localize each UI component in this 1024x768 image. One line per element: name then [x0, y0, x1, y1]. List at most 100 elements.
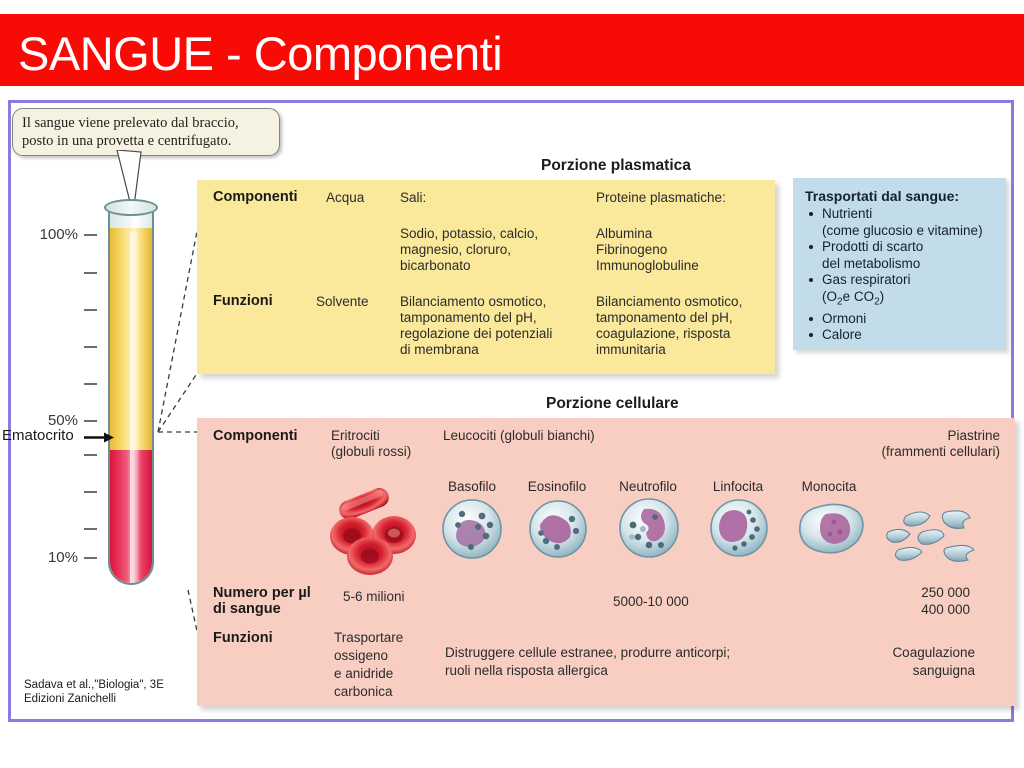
test-tube-rim — [104, 199, 158, 216]
cellular-section-heading: Porzione cellulare — [546, 395, 679, 412]
leukocytes-count: 5000-10 000 — [613, 594, 689, 609]
transport-box: Trasportati dal sangue: Nutrienti (come … — [793, 178, 1006, 350]
platelets-label-line-1: Piastrine — [947, 428, 1000, 443]
plasma-water-value: Acqua — [326, 190, 365, 205]
plasma-salts-function-line-4: di membrana — [400, 342, 479, 357]
cellular-table — [197, 418, 1015, 706]
cellular-row-label-funzioni: Funzioni — [213, 630, 273, 646]
erythrocytes-function-line-3: e anidride — [334, 666, 394, 681]
erythrocytes-count: 5-6 milioni — [343, 589, 405, 604]
plasma-salts-line-1: Sodio, potassio, calcio, — [400, 226, 539, 241]
plasma-salts-title: Sali: — [400, 190, 427, 205]
title-banner: SANGUE - Componenti — [0, 14, 1024, 86]
scale-label-10: 10% — [47, 549, 78, 566]
scale-tick-40 — [84, 454, 97, 456]
hematocrit-label: Ematocrito — [2, 427, 74, 444]
plasma-water-function: Solvente — [316, 294, 369, 309]
scale-label-100: 100% — [39, 226, 78, 243]
plasma-row-label-funzioni: Funzioni — [213, 293, 273, 309]
transport-item-scarto-line-2: del metabolismo — [822, 255, 921, 271]
gas-pre: (O — [822, 288, 837, 304]
wbc-label-eosinofilo: Eosinofilo — [527, 479, 587, 494]
platelets-count-line-1: 250 000 — [921, 585, 970, 600]
scale-tick-90 — [84, 272, 97, 274]
attribution-line-2: Edizioni Zanichelli — [24, 693, 117, 705]
scale-tick-10 — [84, 557, 97, 559]
plasma-proteins-title: Proteine plasmatiche: — [596, 190, 726, 205]
plasma-row-label-componenti: Componenti — [213, 189, 298, 205]
transport-item-gas: Gas respiratori (O2e CO2) — [809, 272, 998, 311]
plasma-salts-line-3: bicarbonato — [400, 258, 471, 273]
callout-leader-line — [116, 150, 142, 215]
platelets-function-line-2: sanguigna — [912, 663, 975, 678]
bullet-icon — [809, 212, 813, 216]
plasma-table — [197, 180, 775, 374]
erythrocytes-function-line-2: ossigeno — [334, 648, 389, 663]
tube-highlight — [130, 231, 139, 583]
transport-item-nutrienti-line-1: Nutrienti — [822, 206, 873, 221]
plasma-proteins-line-1: Albumina — [596, 226, 653, 241]
test-tube-body — [108, 207, 154, 585]
erythrocytes-illustration — [330, 488, 416, 575]
scale-tick-70 — [84, 346, 97, 348]
leukocytes-function-line-1: Distruggere cellule estranee, produrre a… — [445, 645, 731, 660]
scale-tick-100 — [84, 234, 97, 236]
transport-box-title: Trasportati dal sangue: — [805, 188, 960, 204]
erythrocytes-label-line-2: (globuli rossi) — [331, 444, 412, 459]
attribution: Sadava et al.,"Biologia", 3E Edizioni Za… — [24, 678, 164, 706]
callout-line-2: posto in una provetta e centrifugato. — [22, 133, 232, 149]
wbc-label-basofilo: Basofilo — [447, 479, 497, 494]
plasma-proteins-line-2: Fibrinogeno — [596, 242, 668, 257]
gas-sub-2: 2 — [874, 296, 880, 308]
transport-item-calore-label: Calore — [822, 327, 862, 343]
bullet-icon — [809, 278, 813, 282]
plasma-proteins-function-line-4: immunitaria — [596, 342, 666, 357]
plasma-salts-function-line-2: tamponamento del pH, — [400, 310, 537, 325]
lymphocyte-illustration — [710, 499, 768, 557]
erythrocytes-label-line-1: Eritrociti — [331, 428, 380, 443]
bullet-icon — [809, 245, 813, 249]
plasma-salts-line-2: magnesio, cloruro, — [400, 242, 512, 257]
platelets-count-line-2: 400 000 — [921, 602, 970, 617]
cellular-row-label-componenti: Componenti — [213, 428, 298, 444]
callout-bubble: Il sangue viene prelevato dal braccio, p… — [12, 108, 280, 156]
plasma-proteins-function-line-3: coagulazione, risposta — [596, 326, 731, 341]
platelets-label-line-2: (frammenti cellulari) — [881, 444, 1000, 459]
platelets-illustration — [886, 510, 975, 562]
transport-list: Nutrienti (come glucosio e vitamine) Pro… — [805, 206, 998, 344]
count-row-label-line-2: di sangue — [213, 601, 281, 617]
transport-item-nutrienti-line-2: (come glucosio e vitamine) — [822, 222, 983, 238]
callout-line-1: Il sangue viene prelevato dal braccio, — [22, 115, 239, 131]
transport-item-gas-line-1: Gas respiratori — [822, 272, 911, 287]
attribution-line-1: Sadava et al.,"Biologia", 3E — [24, 679, 164, 691]
wbc-label-linfocita: Linfocita — [712, 479, 764, 494]
plasma-section-heading: Porzione plasmatica — [541, 157, 691, 174]
plasma-salts-function-line-3: regolazione dei potenziali — [400, 326, 553, 341]
erythrocytes-function-line-1: Trasportare — [334, 630, 404, 645]
hematocrit-arrow-icon — [84, 432, 114, 443]
leukocytes-function-line-2: ruoli nella risposta allergica — [445, 663, 608, 678]
leukocytes-label: Leucociti (globuli bianchi) — [443, 428, 595, 443]
gas-sub-1: 2 — [837, 296, 843, 308]
eosinophil-illustration — [529, 500, 587, 558]
platelets-function-line-1: Coagulazione — [892, 645, 975, 660]
gas-mid: e CO — [842, 288, 875, 304]
transport-item-gas-formula: (O2e CO2) — [822, 288, 884, 308]
scale-label-50: 50% — [47, 412, 78, 429]
scale-tick-60 — [84, 383, 97, 385]
erythrocytes-function-line-4: carbonica — [334, 684, 393, 699]
scale-tick-30 — [84, 491, 97, 493]
transport-item-scarto: Prodotti di scarto del metabolismo — [809, 239, 998, 272]
scale-tick-50 — [84, 420, 97, 422]
plasma-salts-function-line-1: Bilanciamento osmotico, — [400, 294, 547, 309]
scale-tick-80 — [84, 309, 97, 311]
transport-item-ormoni: Ormoni — [809, 310, 998, 328]
transport-item-ormoni-label: Ormoni — [822, 310, 867, 326]
bullet-icon — [809, 316, 813, 321]
wbc-label-monocita: Monocita — [801, 479, 857, 494]
plasma-proteins-function-line-2: tamponamento del pH, — [596, 310, 733, 325]
wbc-label-neutrofilo: Neutrofilo — [619, 479, 677, 494]
plasma-proteins-line-3: Immunoglobuline — [596, 258, 699, 273]
neutrophil-illustration — [619, 498, 679, 558]
